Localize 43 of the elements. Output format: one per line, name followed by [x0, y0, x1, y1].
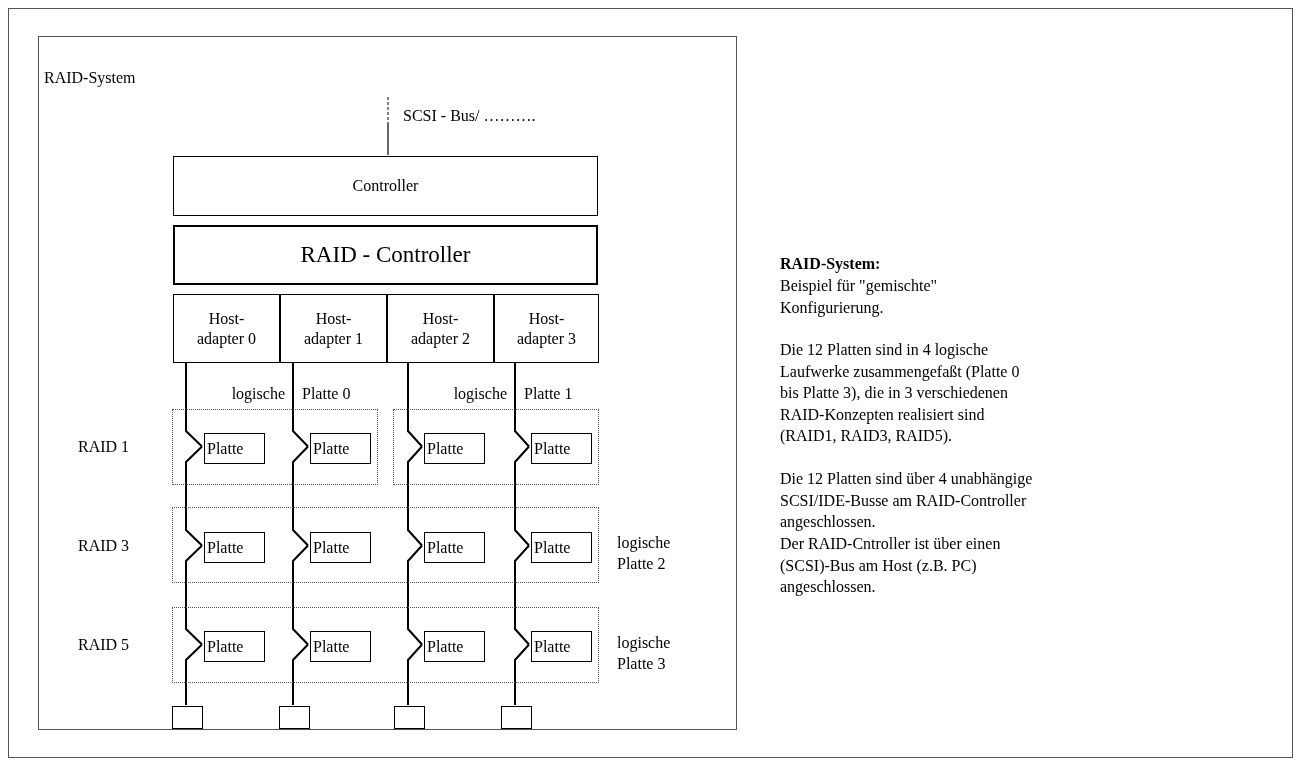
- group-title: logische: [453, 385, 507, 403]
- raid-level-label: RAID 1: [78, 437, 130, 457]
- bus-cable: [514, 544, 530, 646]
- host-adapter-box: Host- adapter 2: [387, 294, 494, 363]
- terminator-box: [501, 706, 532, 729]
- terminator-box: [279, 706, 310, 729]
- note-text: Der RAID-Cntroller ist über einen (SCSI)-Bus am Host (z.B. PC) angeschlossen.: [780, 534, 1002, 598]
- system-frame: [38, 36, 737, 730]
- bus-cable: [407, 445, 423, 547]
- terminator-box: [394, 706, 425, 729]
- group-title: logische Platte 2: [617, 533, 672, 574]
- group-title: logische Platte 3: [617, 633, 672, 674]
- bus-cable: [514, 445, 530, 547]
- terminator-box: [172, 706, 203, 729]
- frame-title: RAID-System: [44, 69, 136, 87]
- host-adapter-box: Host- adapter 0: [173, 294, 280, 363]
- bus-cable: [514, 361, 530, 448]
- note-text: Die 12 Platten sind über 4 unabhängige SCSI/IDE-Busse am RAID-Controller angeschlossen.: [780, 469, 1034, 533]
- bus-cable: [407, 361, 423, 448]
- bus-cable: [407, 643, 423, 706]
- raid-level-label: RAID 3: [78, 536, 130, 556]
- bus-cable: [514, 643, 530, 706]
- bus-line: [387, 122, 389, 156]
- note-heading: RAID-System:: [780, 254, 881, 275]
- note-text: Beispiel für "gemischte" Konfigurierung.: [780, 276, 939, 318]
- bus-cable: [292, 361, 309, 448]
- bus-cable: [185, 361, 203, 448]
- raid-controller-box: RAID - Controller: [173, 225, 598, 285]
- bus-cable: [292, 643, 309, 706]
- bus-cable: [292, 445, 309, 547]
- bus-cable: [185, 643, 203, 706]
- group-title: logische: [231, 385, 285, 403]
- bus-cable: [292, 544, 309, 646]
- bus-cable: [185, 544, 203, 646]
- raid-level-label: RAID 5: [78, 635, 130, 655]
- host-adapter-box: Host- adapter 3: [494, 294, 599, 363]
- group-title: Platte 0: [302, 385, 351, 403]
- controller-box: Controller: [173, 156, 598, 216]
- host-adapter-box: Host- adapter 1: [280, 294, 387, 363]
- bus-cable: [407, 544, 423, 646]
- note-text: Die 12 Platten sind in 4 logische Laufwerke zusammengefaßt (Platte 0 bis Platte 3), die in 3 verschiedenen RAID-Konzepten realisiert sind (RAID1, RAID3, RAID5).: [780, 340, 1021, 447]
- group-title: Platte 1: [524, 385, 573, 403]
- bus-cable: [185, 445, 203, 547]
